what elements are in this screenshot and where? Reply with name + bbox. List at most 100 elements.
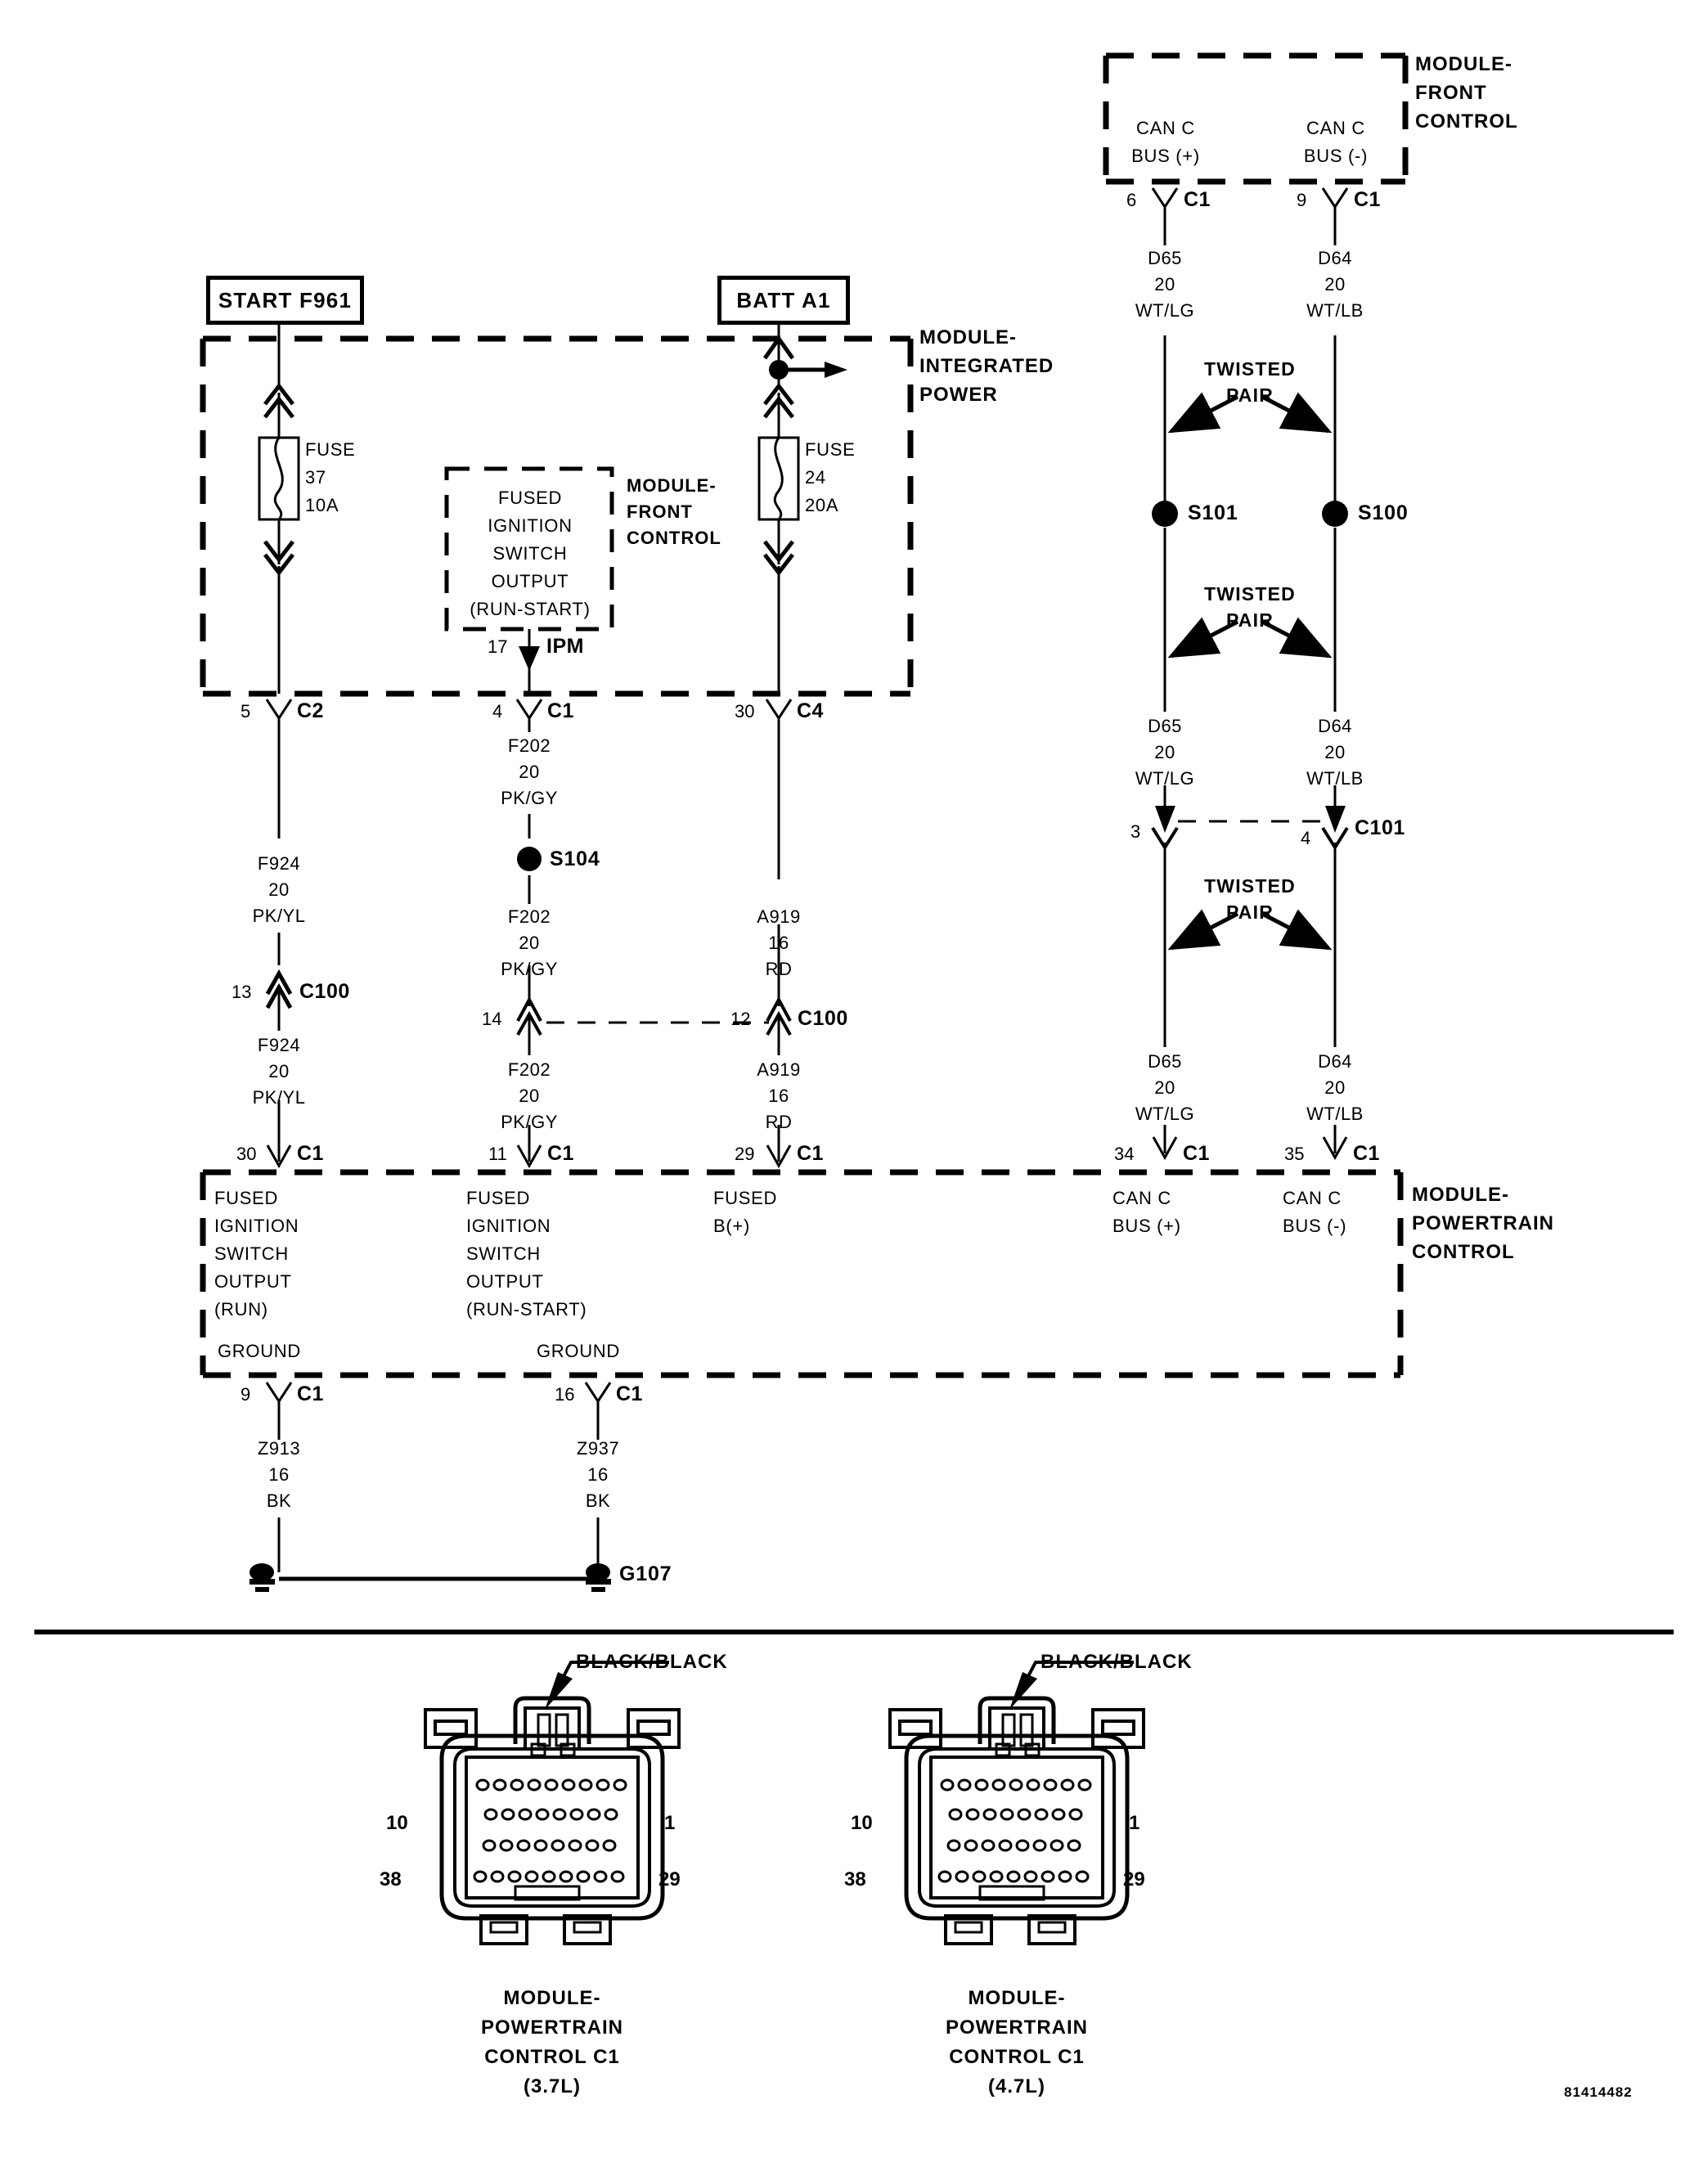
wire-label-d65-mid: D65 20 WT/LG [1135,716,1195,789]
fcm-can-pos-function: CAN C BUS (+) [1131,118,1200,167]
pcm-pin-4: 35 [1284,1144,1305,1164]
pcm-ground-conn-1: C1 [616,1382,643,1405]
module-front-control-label-top: MODULE- FRONT CONTROL [1415,53,1518,133]
connector-caption-1: MODULE- POWERTRAIN CONTROL C1 (3.7L) [481,1987,623,2097]
ipm-out-conn-1: C1 [547,699,574,722]
pcm-ground-label-1: GROUND [537,1341,620,1361]
connector-pin-top-left-1: 10 [386,1812,408,1834]
pcm-pin-2: 29 [735,1144,755,1164]
pcm-ground-label-0: GROUND [218,1341,301,1361]
wire-label-d65-top: D65 20 WT/LG [1135,248,1195,321]
twisted-pair-label-3: TWISTED PAIR [1204,875,1296,924]
connector-pin-bottom-left-1: 38 [380,1868,402,1891]
pcm-ground-pin-1: 16 [555,1384,575,1405]
pcm-conn-1: C1 [547,1142,574,1165]
fcm-can-neg-function: CAN C BUS (-) [1303,118,1369,167]
inline-conn-c100-left-pin: 13 [231,982,252,1002]
fuse-24-circuit [757,319,847,694]
inline-conn-c100-right-pin: 12 [730,1009,751,1029]
ground-point-label: G107 [619,1562,672,1585]
pcm-conn-2: C1 [797,1142,824,1165]
inline-conn-c100-left-label: C100 [299,980,350,1003]
fcm-can-pos-pin: 6 [1126,190,1137,210]
connector-keying-label-1: BLACK/BLACK [576,1651,728,1673]
wire-label-f202-upper: F202 20 PK/GY [501,735,558,809]
ipm-connector-id: IPM [546,635,584,658]
module-front-control-inner-boundary [444,466,614,632]
pcm-pin-1: 11 [488,1144,507,1164]
connector-pin-top-right-2: 1 [1129,1812,1140,1834]
pcm-ground-conn-0: C1 [297,1382,324,1405]
twisted-pair-label-1: TWISTED PAIR [1204,358,1296,407]
wire-label-d64-top: D64 20 WT/LB [1306,248,1364,321]
can-c-negative-circuit [1178,187,1349,1161]
wire-label-d64-bot: D64 20 WT/LB [1306,1051,1364,1125]
inline-conn-c100-mid-pin: 14 [482,1009,502,1029]
ipm-out-pin-2: 30 [735,701,755,722]
twisted-pair-arrows [1167,392,1333,951]
pcm-function-2: FUSED B(+) [713,1188,778,1237]
a919-wire-run [766,924,792,1169]
pcm-function-4: CAN C BUS (-) [1283,1188,1347,1237]
pcm-pin-3: 34 [1114,1144,1135,1164]
connector-view-pcm-c1-37 [424,1661,681,1945]
wire-label-f202-mid: F202 20 PK/GY [501,906,558,980]
connector-keying-label-2: BLACK/BLACK [1041,1651,1193,1673]
fuse-24-label: FUSE 24 20A [805,439,856,516]
wire-label-a919-lower: A919 16 RD [757,1059,801,1133]
wire-label-d65-bot: D65 20 WT/LG [1135,1051,1195,1125]
ipm-output-circuit [519,629,540,694]
module-front-control-label-inner: MODULE- FRONT CONTROL [627,475,721,548]
pcm-conn-4: C1 [1353,1142,1380,1165]
wire-label-f924-lower: F924 20 PK/YL [252,1035,306,1108]
f924-wire-run [265,933,293,1169]
ipm-boundary-connectors [265,699,793,879]
inline-conn-c101-right-label: C101 [1355,816,1405,839]
ipm-out-pin-0: 5 [240,701,251,722]
f202-wire-run [516,814,769,1169]
splice-label-s100: S100 [1358,501,1409,524]
source-box-batt-a1[interactable]: BATT A1 [717,276,850,325]
pcm-conn-0: C1 [297,1142,324,1165]
fcm-can-neg-connector: C1 [1354,188,1381,211]
source-box-start-f961[interactable]: START F961 [206,276,364,325]
ipm-out-pin-1: 4 [492,701,503,722]
fuse-37-circuit [258,312,300,694]
ipm-function-label: FUSED IGNITION SWITCH OUTPUT (RUN-START) [470,488,591,620]
connector-pin-bottom-right-1: 29 [658,1868,681,1891]
pcm-function-3: CAN C BUS (+) [1112,1188,1181,1237]
wire-label-a919-upper: A919 16 RD [757,906,801,980]
wire-label-f924-upper: F924 20 PK/YL [252,853,306,927]
module-integrated-power-boundary [200,335,914,697]
inline-conn-c101-left-pin: 3 [1130,821,1141,842]
can-c-positive-circuit [1151,187,1179,1161]
pcm-ground-pin-0: 9 [240,1384,251,1405]
ipm-pin-number: 17 [488,636,508,657]
source-label: BATT A1 [736,287,831,312]
connector-pin-top-left-2: 10 [851,1812,873,1834]
connector-pin-top-right-1: 1 [664,1812,676,1834]
pcm-function-1: FUSED IGNITION SWITCH OUTPUT (RUN-START) [466,1188,587,1320]
connector-caption-2: MODULE- POWERTRAIN CONTROL C1 (4.7L) [946,1987,1088,2097]
fcm-can-pos-connector: C1 [1184,188,1211,211]
pcm-ground-circuit [249,1382,612,1592]
pcm-function-0: FUSED IGNITION SWITCH OUTPUT (RUN) [214,1188,299,1320]
connector-view-pcm-c1-47 [888,1661,1145,1945]
wire-label-z913: Z913 16 BK [257,1438,301,1512]
inline-conn-c101-right-pin: 4 [1301,828,1311,848]
connector-pin-bottom-left-2: 38 [844,1868,866,1891]
twisted-pair-label-2: TWISTED PAIR [1204,583,1296,632]
module-powertrain-control-label: MODULE- POWERTRAIN CONTROL [1412,1184,1554,1263]
sheet-code: 81414482 [1564,2084,1633,2100]
wire-label-f202-lower: F202 20 PK/GY [501,1059,558,1133]
module-powertrain-control-boundary [200,1169,1404,1378]
module-front-control-top-boundary [1103,52,1409,185]
module-integrated-power-label: MODULE- INTEGRATED POWER [919,326,1054,406]
ipm-out-conn-0: C2 [297,699,324,722]
connector-pin-bottom-right-2: 29 [1123,1868,1145,1891]
pcm-pin-0: 30 [236,1144,257,1164]
wire-label-d64-mid: D64 20 WT/LB [1306,716,1364,789]
splice-label-s101: S101 [1188,501,1238,524]
